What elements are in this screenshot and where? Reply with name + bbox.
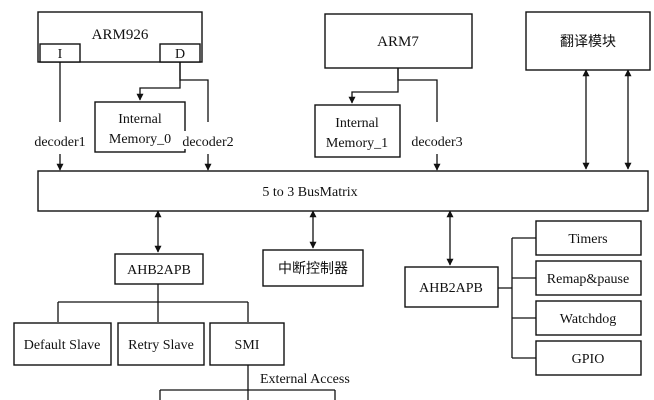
internal-memory-1-block: Internal Memory_1 (314, 104, 401, 158)
arm926-label: ARM926 (92, 27, 149, 43)
arm926-d-port (159, 43, 201, 63)
wire-arm926-d-to-memory0 (136, 62, 181, 101)
watchdog-block: Watchdog (535, 300, 642, 336)
translate-block: 翻译模块 (525, 11, 651, 71)
remap-pause-label: Remap&pause (547, 272, 629, 287)
wire-arm7-to-memory1 (348, 68, 399, 104)
decoder1-label: decoder1 (34, 135, 85, 150)
wire-smi-external (159, 365, 336, 400)
default-slave-label: Default Slave (24, 338, 101, 353)
retry-slave-label: Retry Slave (128, 338, 194, 353)
smi-label: SMI (235, 338, 260, 353)
ahb2apb-right-label: AHB2APB (419, 281, 483, 296)
internal-memory-1-line2: Memory_1 (326, 136, 388, 151)
ahb2apb-left-block: AHB2APB (114, 253, 204, 285)
gpio-block: GPIO (535, 340, 642, 376)
remap-pause-block: Remap&pause (535, 260, 642, 296)
smi-block: SMI (209, 322, 285, 366)
busmatrix-block: 5 to 3 BusMatrix (37, 170, 649, 212)
arm7-label: ARM7 (377, 34, 419, 50)
decoder2-label: decoder2 (182, 135, 233, 150)
connections (57, 62, 632, 400)
retry-slave-block: Retry Slave (117, 322, 205, 366)
arm7-block: ARM7 (324, 13, 473, 69)
timers-label: Timers (568, 232, 607, 247)
decoder-labels: decoder1 decoder2 decoder3 (28, 131, 469, 150)
timers-block: Timers (535, 220, 642, 256)
ahb2apb-left-label: AHB2APB (127, 263, 191, 278)
decoder3-label: decoder3 (411, 135, 462, 150)
internal-memory-0-line1: Internal (118, 112, 162, 127)
internal-memory-1-line1: Internal (335, 116, 379, 131)
internal-memory-0-line2: Memory_0 (109, 132, 171, 147)
default-slave-block: Default Slave (13, 322, 112, 366)
wire-arm7-to-busmatrix (397, 68, 437, 170)
arm926-d-label: D (175, 47, 185, 62)
arm926-i-label: I (58, 47, 63, 62)
wire-ahb2apb-right-tree (498, 237, 536, 359)
wire-arm926-d-to-busmatrix (179, 62, 208, 170)
gpio-label: GPIO (572, 352, 605, 367)
arm926-i-port (39, 43, 81, 63)
external-access-label: External Access (260, 372, 350, 387)
watchdog-label: Watchdog (560, 312, 616, 327)
arm926-block: ARM926 I D (37, 11, 203, 63)
ahb2apb-right-block: AHB2APB (404, 266, 499, 308)
translate-label: 翻译模块 (560, 34, 616, 50)
busmatrix-label: 5 to 3 BusMatrix (262, 185, 357, 200)
internal-memory-0-block: Internal Memory_0 (94, 101, 186, 153)
interrupt-controller-label: 中断控制器 (278, 261, 348, 277)
interrupt-controller-block: 中断控制器 (262, 249, 364, 287)
wire-ahb2apb-left-tree (57, 284, 249, 322)
